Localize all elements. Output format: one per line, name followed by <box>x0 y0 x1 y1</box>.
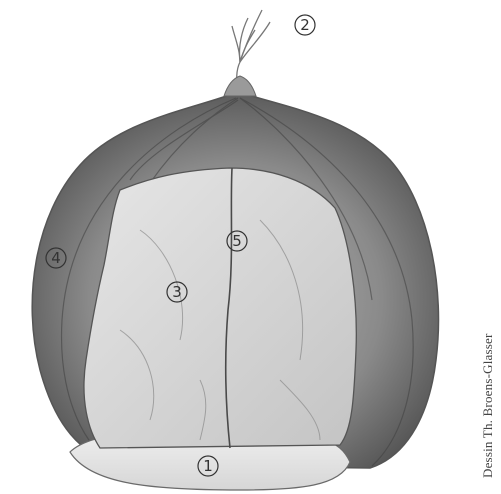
svg-text:3: 3 <box>172 283 182 301</box>
svg-text:4: 4 <box>51 249 61 267</box>
svg-text:1: 1 <box>203 457 213 475</box>
tuft-base <box>224 76 256 96</box>
callout-2: 2 <box>295 15 315 35</box>
svg-text:2: 2 <box>300 16 310 34</box>
svg-text:5: 5 <box>232 232 242 250</box>
illustrator-credit: Dessin Th. Broens-Glasser <box>480 334 496 479</box>
chestnut-kernel <box>84 168 356 448</box>
